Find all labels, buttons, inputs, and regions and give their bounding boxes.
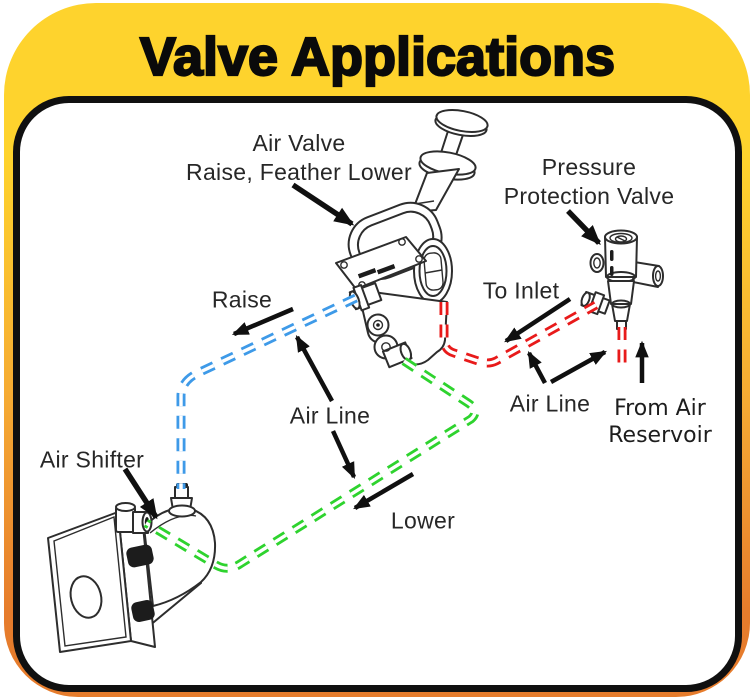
raise-label: Raise	[211, 286, 273, 313]
from-air-reservoir-line1: From Air	[614, 396, 706, 421]
air-line-center-arrow-down	[330, 430, 357, 480]
inlet-line	[439, 301, 599, 368]
poster-title: Valve Applications	[139, 26, 616, 88]
lower-line	[143, 357, 480, 573]
air-shifter-arrow	[122, 467, 159, 520]
to-inlet-arrow	[504, 297, 572, 343]
air-line-right-label: Air Line	[509, 390, 591, 417]
air-shifter-elbow-port	[115, 502, 153, 534]
air-line-center-label: Air Line	[289, 402, 371, 429]
air-valve-label-line2: Raise, Feather Lower	[186, 159, 412, 185]
lower-label: Lower	[390, 507, 456, 534]
pressure-valve-label: Pressure Protection Valve	[504, 153, 675, 211]
air-valve-label: Air Valve Raise, Feather Lower	[186, 129, 412, 187]
from-air-reservoir-label: From Air Reservoir	[608, 395, 712, 449]
from-air-reservoir-line2: Reservoir	[608, 423, 712, 448]
pressure-valve-label-line2: Protection Valve	[503, 183, 675, 209]
air-shifter-drawing	[47, 483, 217, 653]
callout-arrows	[122, 182, 649, 520]
pressure-valve-label-line1: Pressure	[541, 154, 637, 180]
raise-line	[176, 293, 358, 489]
air-line-right-arrow-right	[549, 350, 607, 384]
pressure-protection-valve-drawing	[580, 229, 664, 330]
air-valve-lower-port	[373, 334, 413, 369]
air-valve-label-line1: Air Valve	[252, 130, 346, 156]
air-valve-arrow	[291, 182, 355, 227]
air-line-center-arrow-up	[295, 335, 334, 403]
to-inlet-label: To Inlet	[482, 277, 560, 304]
air-shifter-label: Air Shifter	[39, 446, 145, 473]
raise-arrow	[231, 306, 294, 337]
air-valve-drawing	[335, 109, 489, 369]
ppv-inlet-fitting	[580, 290, 611, 316]
pressure-valve-arrow	[566, 209, 601, 245]
air-valve-handle	[411, 109, 489, 231]
air-valve-mount-plate	[335, 236, 427, 290]
lower-arrow	[353, 472, 415, 510]
air-shifter-top-port	[168, 483, 196, 518]
air-line-right-arrow-left	[527, 351, 547, 385]
